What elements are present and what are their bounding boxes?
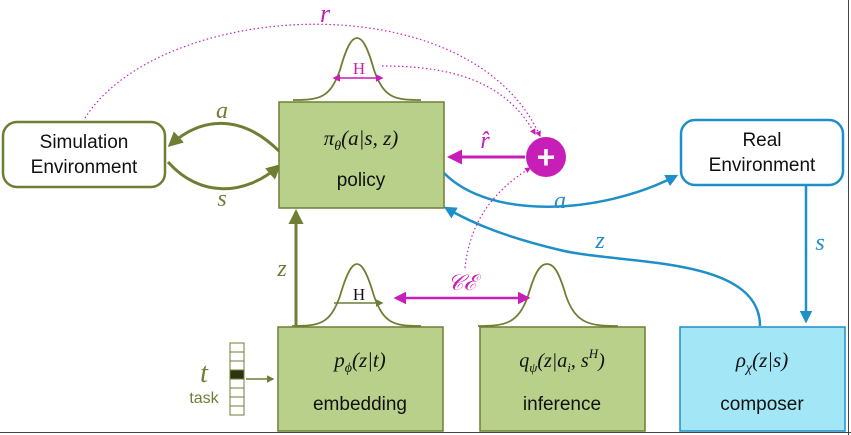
embedding-label: embedding (313, 394, 407, 415)
composer-z-label: z (594, 228, 605, 254)
inference-label: inference (523, 394, 601, 415)
task-vector-active-cell (229, 369, 245, 380)
task-vector-cell (229, 396, 245, 407)
cross-entropy-to-sum-dotted-arrow (464, 167, 532, 269)
real-env-line2: Environment (709, 155, 816, 176)
simulation-environment-node: Simulation Environment (1, 120, 167, 189)
policy-node: πθ(a|s, z) policy (278, 101, 445, 209)
task-vector-cell (229, 378, 245, 389)
embedding-node: pϕ(z|t) embedding (277, 326, 444, 432)
state-s-label: s (217, 186, 226, 212)
sim-env-line2: Environment (31, 157, 138, 178)
task-vector-cell (229, 405, 245, 416)
embedding-H-label: H (353, 285, 365, 304)
composer-node: ρχ(z|s) composer (679, 326, 846, 432)
embedding-formula: pϕ(z|t) (332, 348, 386, 376)
composer-z-arrow (443, 206, 762, 327)
real-env-line1: Real (742, 130, 781, 151)
reward-r-label: r (320, 0, 331, 28)
composer-label: composer (720, 394, 804, 415)
real-action-a-arrow (443, 172, 679, 208)
inference-formula: qψ(z|ai, sH) (519, 346, 605, 375)
inference-gaussian (477, 263, 619, 327)
inference-node: qψ(z|ai, sH) inference (479, 326, 646, 432)
task-t-label: t (200, 358, 209, 389)
embedding-entropy-gaussian (291, 263, 422, 327)
reward-hat-label: r̂ (480, 128, 490, 154)
task-vector-cell (229, 351, 245, 362)
sum-plus-icon: + (537, 139, 556, 175)
entropy-to-sum-dotted-arrow (381, 65, 536, 136)
real-action-a-label: a (554, 188, 566, 214)
sim-env-line1: Simulation (40, 132, 129, 153)
task-vector-cell (229, 342, 245, 353)
task-vector-cell (229, 360, 245, 371)
real-environment-node: Real Environment (679, 118, 845, 187)
embedding-z-label: z (276, 256, 287, 282)
policy-label: policy (337, 170, 386, 191)
sum-node: + (526, 137, 566, 177)
real-state-s-label: s (815, 230, 824, 256)
cross-entropy-label: 𝒞ℰ (448, 270, 482, 295)
state-s-arrow (166, 161, 282, 191)
composer-formula: ρχ(z|s) (735, 348, 788, 376)
frame-right-edge (848, 0, 849, 435)
policy-H-label: H (353, 59, 365, 78)
action-a-label: a (216, 98, 228, 124)
task-one-hot-vector (229, 342, 245, 416)
frame-bottom-edge (0, 432, 851, 433)
task-vector-cell (229, 387, 245, 398)
reward-r-dotted-arrow (84, 23, 541, 138)
task-label: task (189, 390, 219, 407)
action-a-arrow (167, 121, 282, 154)
policy-formula: πθ(a|s, z) (324, 126, 399, 154)
policy-entropy-gaussian (292, 37, 422, 101)
